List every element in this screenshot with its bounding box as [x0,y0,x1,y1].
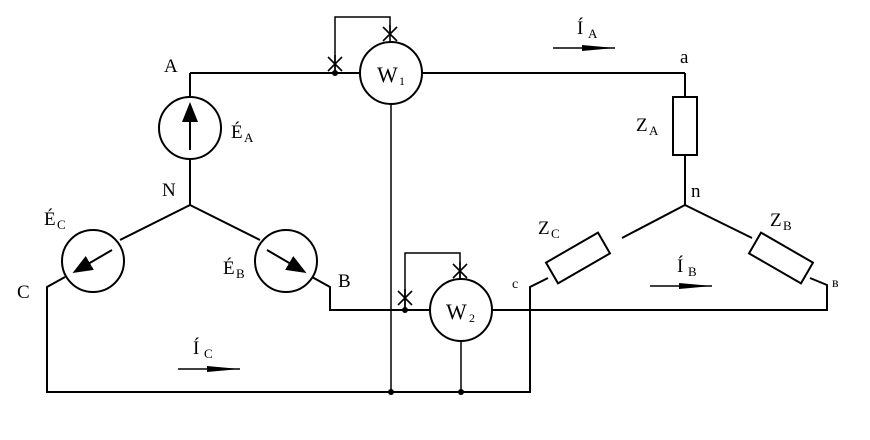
label-EA-main: É [231,121,243,143]
wire-B-to-W2 [311,276,430,311]
generator-terminal-marks [327,25,468,307]
wattmeter-W1: W 1 [359,41,423,105]
wattmeter-W1-sub: 1 [399,74,405,88]
node-label-b: в [832,276,839,291]
wire-n-to-ZB [684,204,753,239]
wattmeter-W2-sub: 2 [469,311,475,325]
wattmeter-W2: W 2 [429,278,493,342]
asterisk-icon [327,55,343,73]
current-arrow-IC [178,366,240,372]
label-EB-main: É [223,257,235,279]
label-ZB-main: Z [770,210,782,231]
label-IB-main: Í [677,255,683,277]
label-IA-sub: A [588,26,598,41]
label-ZC: Z C [538,218,560,241]
impedance-ZC [544,231,612,285]
label-ZA-main: Z [636,115,648,136]
wire-W2-to-b [492,277,828,311]
label-EB-sub: B [236,266,245,281]
wire-C-to-c [46,276,549,393]
label-IA: Í A [577,17,598,41]
wattmeter-W1-label: W [377,62,398,87]
node-label-a: a [680,47,689,68]
label-EB: É B [223,257,245,281]
node-label-N: N [162,180,176,201]
junction-dot [458,389,464,395]
label-EC-main: É [44,208,56,230]
label-EC-sub: C [57,217,66,232]
asterisk-icon [452,262,468,280]
source-EC [61,229,125,293]
node-label-C: C [17,282,30,303]
label-IC: Í C [193,337,213,361]
impedance-ZB [747,231,815,285]
label-IB: Í B [677,255,697,279]
label-EA: É A [231,121,254,145]
label-IA-main: Í [577,17,583,39]
asterisk-icon [397,289,413,307]
label-ZA: Z A [636,115,659,138]
wire-N-to-EB [189,204,261,241]
current-arrow-IB [650,283,712,289]
node-label-B: B [338,271,351,292]
junction-dot [388,389,394,395]
label-IC-sub: C [204,346,213,361]
node-label-c: c [512,277,518,292]
wire-N-to-EC [119,204,191,241]
label-ZB-sub: B [783,218,792,233]
source-EB [254,229,318,293]
junctions [332,70,464,395]
label-ZC-main: Z [538,218,550,239]
junction-dot [402,307,408,313]
node-label-A: A [164,56,178,77]
wire-n-to-ZC [621,204,686,239]
current-arrow-IA [553,45,615,51]
label-EC: É C [44,208,66,232]
wattmeter-W2-label: W [446,299,467,324]
label-IC-main: Í [193,337,199,359]
impedance-ZA [672,96,698,156]
wires [46,16,828,393]
label-ZC-sub: C [551,226,560,241]
arrow-down-left-icon [72,249,113,274]
node-label-n: n [691,181,701,202]
label-ZB: Z B [770,210,792,233]
arrow-down-right-icon [266,249,307,274]
asterisk-icon [382,25,398,43]
label-EA-sub: A [244,130,254,145]
label-IB-sub: B [688,264,697,279]
source-EA [158,96,222,160]
label-ZA-sub: A [649,123,659,138]
